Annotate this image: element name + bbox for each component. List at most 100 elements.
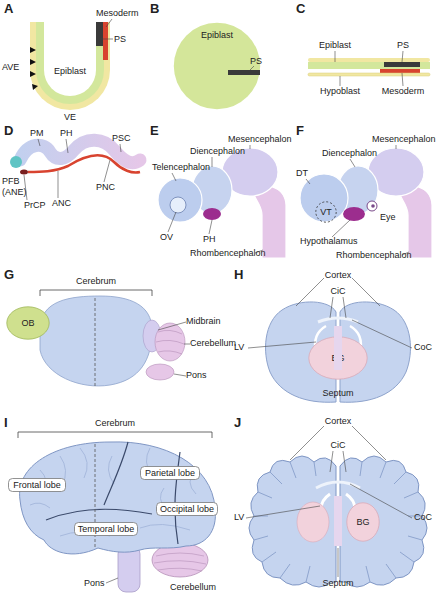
basal-ganglia — [297, 502, 329, 542]
primitive-streak — [96, 22, 103, 46]
epiblast-top-layer — [308, 58, 430, 62]
pons — [118, 546, 140, 592]
structure-label: PH — [60, 128, 73, 139]
epiblast-disc: Epiblast — [173, 22, 261, 110]
septum — [334, 496, 342, 546]
structure-label: PNC — [96, 182, 115, 193]
visceral-endoderm — [30, 22, 110, 110]
structure-label: CoC — [414, 512, 432, 523]
node-text: Occipital lobe — [160, 504, 214, 515]
structure-label: CiC — [331, 440, 346, 451]
node-shape — [347, 503, 379, 541]
corpus-callosum — [316, 482, 360, 488]
septum — [334, 326, 342, 370]
structure-label: Epiblast — [54, 66, 86, 77]
basal-ganglia: BG — [346, 502, 380, 542]
node-shape — [141, 467, 200, 480]
ave-marker — [30, 47, 38, 90]
notochord — [28, 155, 140, 172]
structure-label: AVE — [2, 62, 19, 73]
telencephalon — [158, 178, 202, 222]
gyri — [30, 448, 196, 536]
node-text: Parietal lobe — [145, 468, 195, 479]
leader-line — [106, 578, 118, 583]
structure-label: Cerebellum — [170, 582, 216, 593]
anterior-neural-ectoderm — [10, 156, 22, 168]
structure-label: Rhombencephalon — [336, 250, 412, 261]
lobe-label-box: Frontal lobe — [8, 478, 66, 492]
leader-line — [168, 145, 263, 253]
structure-label: PM — [30, 128, 44, 139]
cerebellum — [155, 323, 185, 361]
prospective-hypothalamus — [203, 208, 221, 220]
structure-label: PS — [397, 40, 409, 51]
structure-label: Rhombencephalon — [190, 248, 266, 259]
structure-label: PS — [114, 34, 126, 45]
structure-label: Septum — [322, 388, 353, 399]
epiblast-layer — [36, 22, 104, 104]
cerebrum — [20, 442, 216, 554]
proamniotic-cavity — [44, 22, 96, 96]
pons — [146, 364, 174, 380]
leader-line — [24, 139, 121, 200]
primitive-streak — [228, 70, 260, 75]
mesoderm-layer — [380, 69, 420, 73]
leader-line — [246, 426, 412, 577]
structure-label: Epiblast — [319, 40, 351, 51]
eye — [367, 201, 377, 211]
telencephalon — [300, 174, 348, 222]
lobe-label-box: Parietal lobe — [140, 466, 200, 480]
structure-label: Hypothalamus — [300, 236, 358, 247]
structure-label: PrCP — [24, 200, 46, 211]
optic-vesicle — [170, 197, 186, 213]
structure-label: PS — [250, 56, 262, 67]
node-shape — [309, 337, 367, 379]
panel-letter: E — [150, 124, 159, 138]
structure-label: Hypoblast — [320, 86, 360, 97]
structure-label: CiC — [331, 286, 346, 297]
structure-label: ANC — [52, 198, 71, 209]
structure-label: Pons — [84, 578, 105, 589]
cerebellar-folia — [156, 330, 184, 354]
panel-letter: B — [150, 2, 159, 16]
structure-label: Cerebrum — [76, 276, 116, 287]
structure-label: Cortex — [325, 416, 352, 427]
node-text: BG — [356, 517, 369, 528]
structure-label: Mesencephalon — [372, 134, 436, 145]
structure-label: PH — [203, 234, 216, 245]
prechordal-plate — [20, 170, 28, 175]
node-text: OB — [21, 318, 34, 329]
panel-letter: F — [296, 124, 304, 138]
node-text: Frontal lobe — [13, 480, 61, 491]
panel-letter: J — [234, 416, 241, 430]
olfactory-bulb: OB — [6, 306, 50, 340]
node-shape — [157, 503, 218, 516]
leader-line — [335, 51, 403, 86]
lobe-label-box: Temporal lobe — [74, 522, 138, 536]
hypothalamus — [343, 207, 365, 221]
leader-line — [100, 19, 113, 39]
node-shape — [7, 307, 49, 339]
structure-label: Diencephalon — [322, 148, 377, 159]
bracket — [18, 432, 212, 438]
rhombencephalon — [398, 186, 432, 258]
panel-letter: A — [4, 2, 13, 16]
epiblast-layer — [308, 62, 430, 69]
node-text: BG — [331, 353, 344, 364]
node-shape — [174, 23, 260, 109]
structure-label: Septum — [322, 578, 353, 589]
leader-line — [158, 322, 190, 376]
lobe-boundary — [46, 442, 180, 544]
primitive-streak — [384, 62, 420, 67]
node-shape — [9, 479, 66, 492]
structure-label: Mesoderm — [96, 8, 139, 19]
right-hemisphere — [340, 456, 427, 587]
panel-letter: C — [296, 2, 305, 16]
structure-label: Pons — [186, 370, 207, 381]
structure-label: Midbrain — [186, 316, 221, 327]
eye-lens — [371, 204, 375, 208]
structure-label: Cerebrum — [95, 418, 135, 429]
